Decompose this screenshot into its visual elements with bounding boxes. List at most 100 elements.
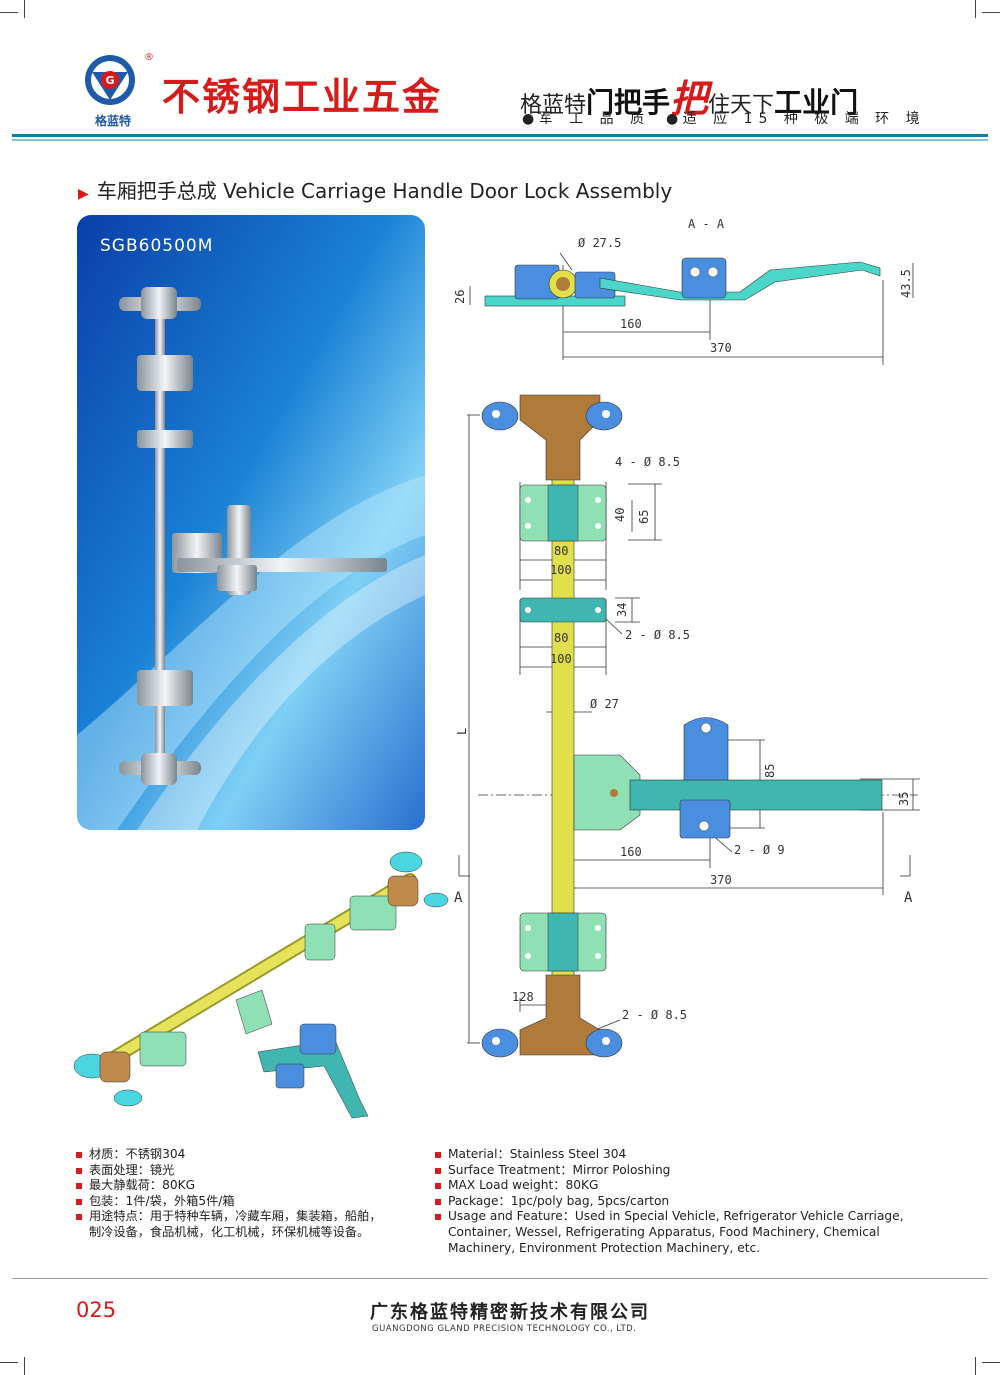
spec-text: 材质：不锈钢304 [89,1147,186,1161]
sub-slogan-text: 军 工 品 质 [538,111,651,127]
specs-cn: 材质：不锈钢304 表面处理：镜光 最大静载荷：80KG 包装：1件/袋，外箱5… [76,1147,416,1241]
spec-row: 制冷设备，食品机械，化工机械，环保机械等设备。 [76,1225,416,1241]
spec-text: Machinery, Environment Protection Machin… [448,1240,761,1255]
crop-mark [982,12,1000,13]
spec-row: Surface Treatment：Mirror Poloshing [435,1163,915,1179]
spec-row: Material：Stainless Steel 304 [435,1147,915,1163]
isometric-illustration [73,851,449,1119]
svg-text:G: G [105,74,114,87]
dim-total-length: 370 [710,341,732,355]
spec-row: Package：1pc/poly bag, 5pcs/carton [435,1194,915,1210]
crop-mark [982,1362,1000,1363]
dim-h85: 85 [763,764,777,778]
spec-text: 最大静载荷：80KG [89,1178,196,1193]
dim-left-height: 26 [453,290,467,304]
spec-text: MAX Load weight：80KG [448,1178,599,1193]
bullet-icon [435,1214,441,1221]
dim-hole-2-9: 2 - Ø 9 [734,843,785,857]
header-rule [12,139,988,141]
sub-slogan: ● 军 工 品 质 [522,111,651,127]
dim-hole-4: 4 - Ø 8.5 [615,455,680,469]
section-label: A - A [688,217,725,231]
sub-slogan-text: 适 应 15 种 极 端 环 境 [682,111,926,127]
spec-row: Usage and Feature：Used in Special Vehicl… [435,1209,915,1225]
bullet-icon [435,1183,441,1190]
dim-w80: 80 [554,544,568,558]
spec-row: Container, Wessel, Refrigerating Apparat… [435,1225,915,1241]
crop-mark [24,0,25,18]
slogan: 格蓝特门把手把住天下工业门 [520,68,858,121]
spec-text: 包装：1件/袋，外箱5件/箱 [89,1193,235,1208]
dim-h65: 65 [637,510,651,524]
crop-mark [975,0,976,18]
footer-rule [12,1278,988,1279]
section-title: ▶ 车厢把手总成 Vehicle Carriage Handle Door Loc… [78,175,672,204]
brand-logo: G [82,50,142,130]
dim-w100: 100 [550,563,572,577]
spec-text: Surface Treatment：Mirror Poloshing [448,1162,671,1177]
dim-w128: 128 [512,990,534,1004]
dim-h35: 35 [897,792,911,806]
spec-row: 包装：1件/袋，外箱5件/箱 [76,1194,416,1210]
slogan-part: 住天下 [708,93,775,118]
spec-text: 用途特点：用于特种车辆，冷藏车厢，集装箱，船舶， [89,1209,382,1224]
bullet-icon [76,1167,82,1174]
specs-en: Material：Stainless Steel 304 Surface Tre… [435,1147,915,1256]
slogan-part: 工业门 [774,86,859,119]
slogan-highlight: 把 [670,76,709,121]
spec-row: Machinery, Environment Protection Machin… [435,1241,915,1257]
spec-text: Usage and Feature：Used in Special Vehicl… [448,1209,904,1224]
dim-w80: 80 [554,631,568,645]
crop-mark [0,1362,18,1363]
front-view-parts [481,394,883,1058]
brand-name: 格蓝特 [94,114,131,128]
dim-len370: 370 [710,873,732,887]
dim-inner-length: 160 [620,317,642,331]
bullet-icon [76,1214,82,1221]
spec-row: 最大静载荷：80KG [76,1178,416,1194]
dim-hole-2: 2 - Ø 8.5 [622,1008,687,1022]
spec-text: 制冷设备，食品机械，化工机械，环保机械等设备。 [89,1224,370,1239]
bullet-icon [435,1167,441,1174]
dim-h34: 34 [615,603,629,617]
crop-mark [0,12,18,13]
section-title-text: 车厢把手总成 Vehicle Carriage Handle Door Lock… [96,179,673,203]
slogan-part: 门把手 [586,86,671,119]
product-model: SGB60500M [100,236,214,256]
bullet-icon [76,1183,82,1190]
bullet-icon [435,1152,441,1158]
company-name-en: GUANGDONG GLAND PRECISION TECHNOLOGY CO.… [372,1324,637,1334]
dim-len160: 160 [620,845,642,859]
spec-text: Material：Stainless Steel 304 [448,1147,627,1161]
page-title: 不锈钢工业五金 [162,75,443,119]
bullet-icon [76,1198,82,1205]
dim-w100: 100 [550,652,572,666]
dim-h40: 40 [613,508,627,522]
crop-mark [975,1357,976,1375]
page-number: 025 [76,1298,117,1322]
registered-mark: ® [144,52,154,63]
spec-row: 表面处理：镜光 [76,1163,416,1179]
spec-row: MAX Load weight：80KG [435,1178,915,1194]
dim-bar-diameter: Ø 27 [590,697,619,711]
company-name-cn: 广东格蓝特精密新技术有限公司 [370,1302,650,1323]
dim-diameter: Ø 27.5 [578,236,621,250]
cut-label-right: A [904,890,913,906]
bullet-icon [76,1152,82,1158]
bullet-icon [435,1198,441,1205]
slogan-part: 格蓝特 [520,93,587,118]
spec-text: Package：1pc/poly bag, 5pcs/carton [448,1193,670,1208]
crop-mark [24,1357,25,1375]
dim-right-height: 43.5 [899,269,913,298]
spec-text: Container, Wessel, Refrigerating Apparat… [448,1224,880,1239]
sub-slogan: ● 适 应 15 种 极 端 环 境 [666,111,926,127]
dim-length-L: L [455,728,469,735]
cut-label-left: A [454,890,463,906]
spec-text: 表面处理：镜光 [89,1162,175,1177]
product-photo [77,215,425,830]
spec-row: 材质：不锈钢304 [76,1147,416,1163]
section-view-parts [484,257,881,307]
triangle-bullet-icon: ▶ [78,186,89,202]
header-rule [12,134,988,137]
